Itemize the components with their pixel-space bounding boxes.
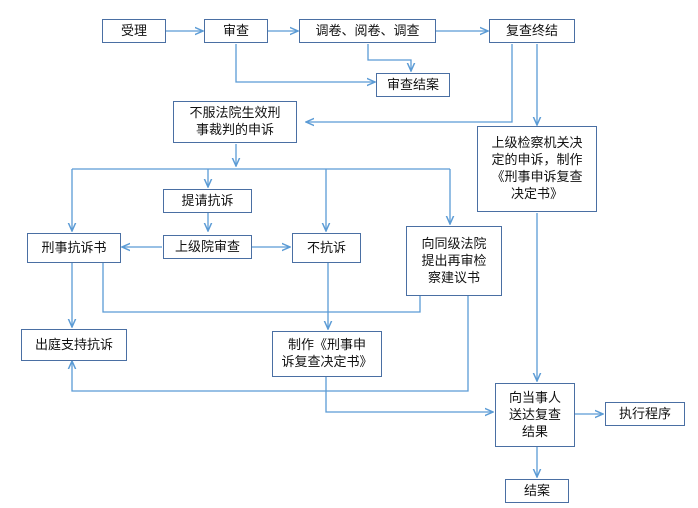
edge-retrial-court — [72, 296, 469, 392]
node-criminal-protest-label: 刑事抗诉书 — [41, 240, 107, 256]
node-serve-result-line-3: 结果 — [521, 424, 548, 440]
node-close-case-label: 结案 — [523, 483, 550, 499]
node-accept-label: 受理 — [120, 23, 147, 39]
node-serve-result-line-2: 送达复查 — [508, 407, 561, 423]
node-close-review-label: 审查结案 — [386, 77, 439, 93]
edge-review-close — [235, 44, 375, 82]
node-request-protest-label: 提请抗诉 — [181, 193, 234, 209]
node-request-protest: 提请抗诉 — [163, 189, 252, 213]
node-petition: 不服法院生效刑 事裁判的申诉 — [173, 101, 297, 143]
node-make-decision: 制作《刑事申 诉复查决定书》 — [272, 331, 382, 377]
edge-decision-serve — [325, 377, 493, 412]
node-make-decision-line-2: 诉复查决定书》 — [281, 355, 373, 370]
node-investigate: 调卷、阅卷、调查 — [299, 19, 436, 43]
node-execution-label: 执行程序 — [618, 406, 671, 422]
node-criminal-protest: 刑事抗诉书 — [27, 233, 121, 263]
node-retrial-proposal-line-3: 察建议书 — [427, 270, 480, 286]
edge-conclusion-petition — [306, 44, 513, 122]
node-review-label: 审查 — [222, 23, 249, 39]
node-serve-result-line-1: 向当事人 — [508, 390, 561, 406]
node-retrial-proposal-line-2: 提出再审检 — [421, 253, 487, 269]
node-execution: 执行程序 — [605, 402, 685, 426]
node-retrial-proposal: 向同级法院 提出再审检 察建议书 — [406, 226, 502, 296]
node-retrial-proposal-line-1: 向同级法院 — [421, 236, 487, 252]
node-conclusion-label: 复查终结 — [505, 23, 558, 39]
node-petition-line-2: 事裁判的申诉 — [195, 123, 274, 138]
node-court-support-label: 出庭支持抗诉 — [34, 337, 113, 353]
edge-investigate-close — [367, 44, 411, 71]
node-court-support: 出庭支持抗诉 — [21, 329, 127, 361]
node-no-protest: 不抗诉 — [292, 233, 361, 263]
node-close-review: 审查结案 — [376, 73, 450, 97]
edge-criminal-retrial-link — [102, 263, 421, 313]
node-no-protest-label: 不抗诉 — [306, 240, 346, 256]
node-superior-review: 上级院审查 — [163, 235, 252, 259]
node-serve-result: 向当事人 送达复查 结果 — [495, 383, 575, 447]
node-superior-decision-line-1: 上级检察机关决 — [491, 136, 583, 151]
node-superior-review-label: 上级院审查 — [174, 239, 240, 255]
node-close-case: 结案 — [505, 479, 569, 503]
node-superior-decision: 上级检察机关决 定的申诉，制作 《刑事申诉复查 决定书》 — [477, 126, 597, 212]
node-review: 审查 — [204, 19, 268, 43]
node-make-decision-line-1: 制作《刑事申 — [287, 338, 366, 353]
node-petition-line-1: 不服法院生效刑 — [189, 106, 281, 121]
node-accept: 受理 — [102, 19, 166, 43]
node-superior-decision-line-4: 决定书》 — [510, 187, 563, 202]
node-conclusion: 复查终结 — [489, 19, 575, 43]
node-investigate-label: 调卷、阅卷、调查 — [315, 23, 420, 39]
node-superior-decision-line-3: 《刑事申诉复查 — [491, 170, 583, 185]
node-superior-decision-line-2: 定的申诉，制作 — [491, 153, 583, 168]
